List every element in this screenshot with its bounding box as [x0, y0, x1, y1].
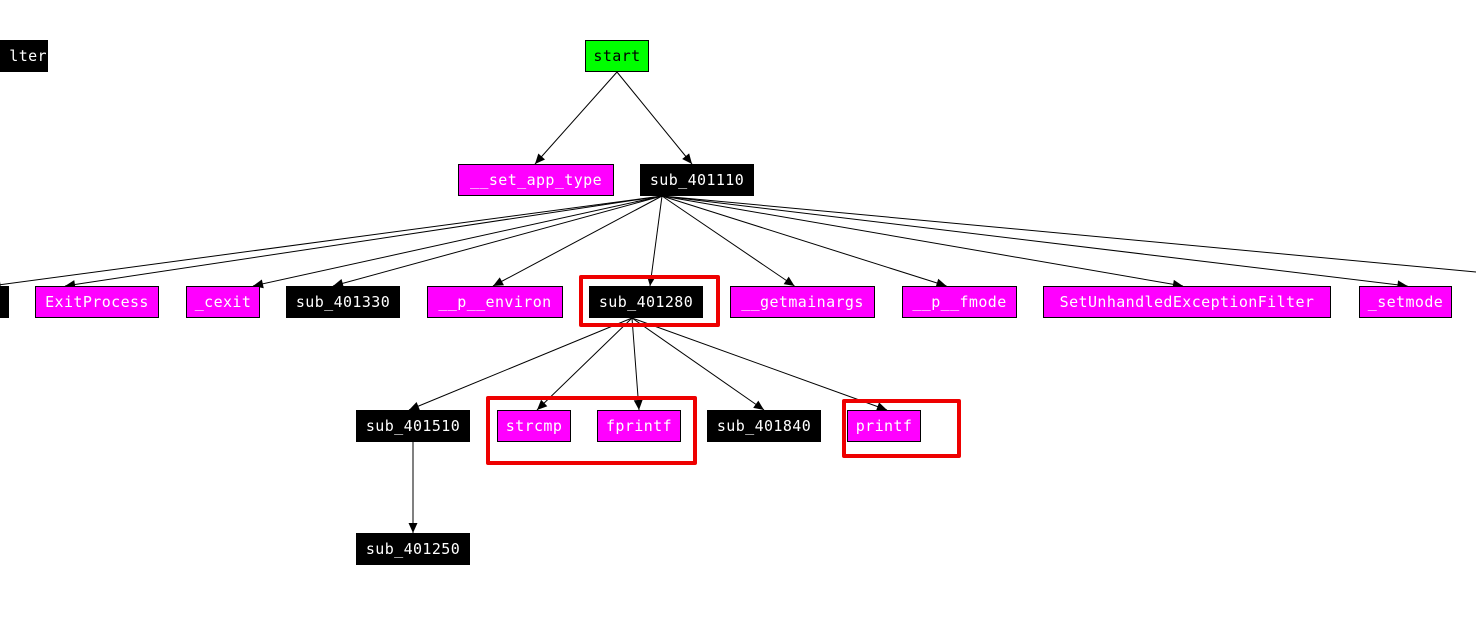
arrowhead-sub_401840	[753, 400, 764, 410]
node-sub_401840[interactable]: sub_401840	[707, 410, 821, 442]
arrowhead-sub_401250	[408, 522, 418, 533]
node-offscreen_left[interactable]	[0, 286, 9, 318]
edge-sub_401110-to-SetUnhandledExceptionFilter	[661, 195, 1184, 287]
node-set_app_type[interactable]: __set_app_type	[458, 164, 614, 196]
edge-sub_401110-to-setmode	[661, 195, 1408, 287]
node-SetUnhandledExceptionFilter[interactable]: SetUnhandledExceptionFilter	[1043, 286, 1331, 318]
node-sub_401110[interactable]: sub_401110	[640, 164, 754, 196]
edge-sub_401110-to-p_fmode	[661, 195, 947, 287]
node-p_fmode[interactable]: __p__fmode	[902, 286, 1017, 318]
node-printf[interactable]: printf	[847, 410, 921, 442]
edge-start-to-sub_401110	[616, 71, 693, 165]
edge-sub_401110-to-cexit	[252, 195, 663, 287]
arrowhead-p_environ	[493, 277, 504, 286]
node-cexit[interactable]: _cexit	[186, 286, 260, 318]
arrowhead-strcmp	[537, 399, 548, 410]
node-sub_401280[interactable]: sub_401280	[589, 286, 703, 318]
node-sub_401510[interactable]: sub_401510	[356, 410, 470, 442]
edge-sub_401280-to-sub_401840	[631, 317, 765, 411]
edge-sub_401110-to-offscreen_left	[0, 195, 663, 286]
arrowhead-set_app_type	[535, 153, 546, 164]
edge-sub_401110-to-sub_401280	[649, 195, 663, 287]
node-getmainargs[interactable]: __getmainargs	[730, 286, 875, 318]
edge-sub_401280-to-strcmp	[536, 317, 633, 411]
node-sub_401250[interactable]: sub_401250	[356, 533, 470, 565]
edge-sub_401110-to-getmainargs	[661, 195, 795, 287]
edge-sub_401280-to-fprintf	[631, 317, 640, 411]
edge-sub_401110-to-ExitProcess	[64, 195, 663, 287]
edge-sub_401110-to-offscreen_right	[661, 195, 1476, 273]
edge-sub_401110-to-sub_401330	[332, 195, 663, 287]
edge-sub_401110-to-p_environ	[492, 195, 663, 287]
edge-start-to-set_app_type	[534, 71, 618, 165]
arrowhead-sub_401110	[682, 153, 692, 164]
node-strcmp[interactable]: strcmp	[497, 410, 571, 442]
node-p_environ[interactable]: __p__environ	[427, 286, 563, 318]
arrowhead-fprintf	[633, 399, 643, 410]
arrowhead-getmainargs	[783, 276, 795, 286]
node-start[interactable]: start	[585, 40, 649, 72]
node-fprintf[interactable]: fprintf	[597, 410, 681, 442]
node-setmode[interactable]: _setmode	[1359, 286, 1452, 318]
edge-sub_401280-to-printf	[631, 317, 888, 411]
node-sub_401330[interactable]: sub_401330	[286, 286, 400, 318]
arrowhead-sub_401280	[646, 275, 656, 286]
node-lter[interactable]: lter	[0, 40, 48, 72]
edge-sub_401280-to-sub_401510	[408, 317, 633, 411]
node-ExitProcess[interactable]: ExitProcess	[35, 286, 159, 318]
